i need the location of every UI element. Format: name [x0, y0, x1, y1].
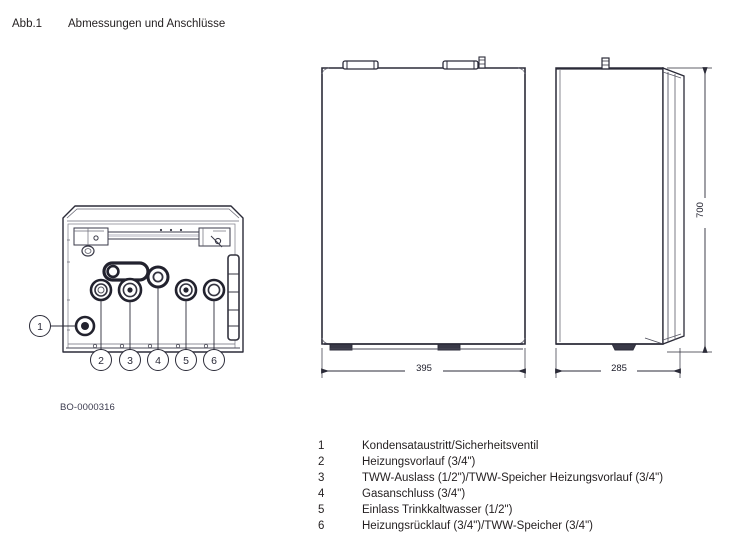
port-heizungsruecklauf	[202, 278, 226, 302]
side-view-front-bevel	[662, 67, 685, 345]
legend-text: Heizungsrücklauf (3/4")/TWW-Speicher (3/…	[362, 520, 593, 532]
front-bottom-feet	[324, 343, 523, 351]
callout-label-1: 1	[37, 321, 43, 333]
legend-text: TWW-Auslass (1/2")/TWW-Speicher Heizungs…	[362, 472, 664, 484]
side-top-bracket	[556, 57, 663, 70]
port-heizungsvorlauf	[89, 278, 113, 302]
port-tww-auslass	[117, 277, 143, 303]
dimension-label-height: 700	[695, 202, 706, 218]
bottom-view	[62, 205, 244, 353]
port-kondensataustritt	[74, 315, 96, 337]
figure-caption: Abb.1 Abmessungen und Anschlüsse	[12, 18, 225, 30]
dimension-side-depth: 285	[555, 348, 681, 378]
mounting-rail	[73, 227, 231, 257]
callout-label-4: 4	[155, 355, 161, 367]
dimension-label-side-depth: 285	[611, 363, 627, 374]
legend-item: 6 Heizungsrücklauf (3/4")/TWW-Speicher (…	[318, 518, 738, 534]
dimension-front-width: 395	[321, 348, 526, 378]
callout-bubble-4	[147, 349, 169, 371]
front-top-brackets	[342, 56, 486, 70]
dimension-height: 700	[667, 67, 712, 353]
bottom-view-chamfer	[66, 208, 240, 219]
left-edge-ticks	[67, 239, 70, 331]
callout-bubble-3	[119, 349, 141, 371]
legend-number: 1	[318, 440, 325, 452]
callout-bubble-1	[29, 315, 51, 337]
callout-label-6: 6	[211, 355, 217, 367]
legend-number: 3	[318, 472, 325, 484]
legend-item: 3 TWW-Auslass (1/2")/TWW-Speicher Heizun…	[318, 470, 738, 486]
front-view-outline	[321, 67, 526, 345]
callout-group: 1 2 3 4 5 6	[29, 287, 225, 371]
legend-item: 1 Kondensataustritt/Sicherheitsventil	[318, 438, 738, 454]
legend-number: 5	[318, 504, 325, 516]
front-view	[321, 56, 526, 351]
callout-bubble-5	[175, 349, 197, 371]
callout-label-5: 5	[183, 355, 189, 367]
legend-list: 1 Kondensataustritt/Sicherheitsventil 2 …	[318, 438, 738, 534]
legend-item: 2 Heizungsvorlauf (3/4")	[318, 454, 738, 470]
legend-number: 4	[318, 488, 325, 500]
technical-drawing: 1 2 3 4 5 6	[29, 56, 712, 378]
legend-text: Kondensataustritt/Sicherheitsventil	[362, 440, 539, 452]
legend-item: 4 Gasanschluss (3/4")	[318, 486, 738, 502]
callout-bubble-6	[203, 349, 225, 371]
legend-item: 5 Einlass Trinkkaltwasser (1/2")	[318, 502, 738, 518]
legend-number: 6	[318, 520, 325, 532]
side-view	[555, 57, 685, 351]
drawing-code: BO-0000316	[60, 402, 115, 413]
callout-label-3: 3	[127, 355, 133, 367]
side-bottom-fittings	[556, 337, 664, 351]
figure-title: Abmessungen und Anschlüsse	[68, 18, 226, 30]
legend-text: Einlass Trinkkaltwasser (1/2")	[362, 504, 513, 516]
figure-number: Abb.1	[12, 18, 43, 30]
side-vent-panel	[227, 254, 240, 341]
legend-number: 2	[318, 456, 325, 468]
bottom-edge-strip	[66, 343, 240, 349]
flue-slot-opening	[102, 261, 150, 282]
callout-label-2: 2	[98, 355, 104, 367]
callout-bubble-2	[90, 349, 112, 371]
dimension-label-front-width: 395	[416, 363, 432, 374]
port-gasanschluss	[146, 265, 170, 289]
port-trinkkaltwasser	[174, 278, 198, 302]
legend-text: Gasanschluss (3/4")	[362, 488, 466, 500]
side-view-outline	[555, 67, 664, 345]
legend-text: Heizungsvorlauf (3/4")	[362, 456, 476, 468]
